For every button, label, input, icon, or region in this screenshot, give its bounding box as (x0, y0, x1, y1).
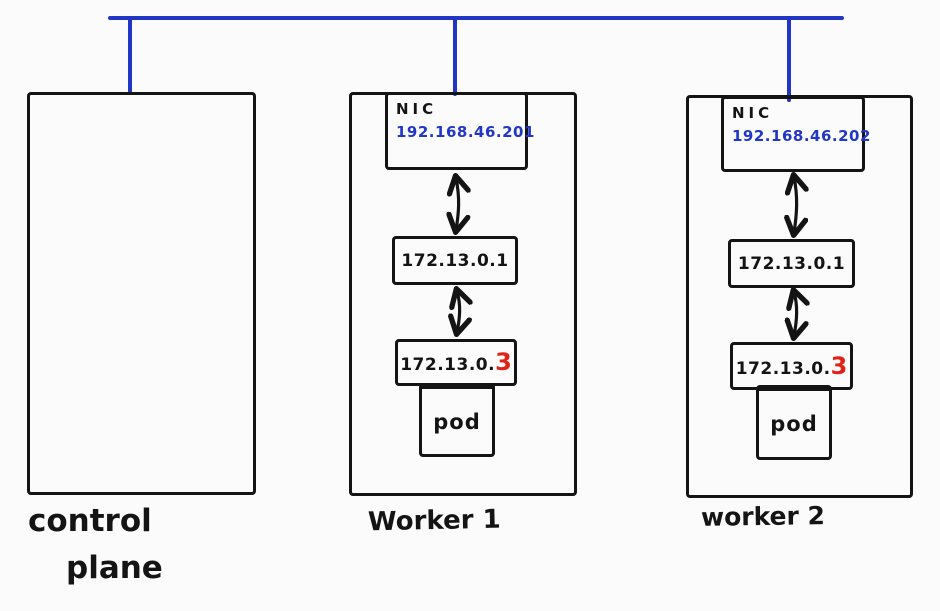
worker1-pod-label: pod (433, 409, 481, 434)
worker1-nic-ip: 192.168.46.201 (396, 123, 535, 141)
worker2-bridge-ip: 172.13.0.1 (737, 253, 846, 274)
worker1-bridge-ip-box: 172.13.0.1 (392, 236, 518, 285)
worker2-nic-title: NIC (732, 104, 774, 122)
worker1-bridge-ip: 172.13.0.1 (401, 250, 509, 271)
worker1-pod-ip-highlight: 3 (495, 348, 512, 376)
worker1-nic-title: NIC (396, 100, 438, 118)
worker2-pod-ip: 172.13.0. 3 (736, 354, 848, 379)
control-plane-box (27, 92, 256, 495)
control-plane-label-line1: control (28, 503, 152, 539)
worker1-pod-ip-prefix: 172.13.0. (400, 355, 496, 375)
worker2-nic-box: NIC 192.168.46.202 (721, 96, 871, 172)
worker2-nic-ip: 192.168.46.202 (732, 127, 871, 145)
worker1-nic-box: NIC 192.168.46.201 (385, 92, 535, 170)
worker2-pod-ip-highlight: 3 (830, 351, 848, 380)
worker2-pod-ip-box: 172.13.0. 3 (730, 342, 853, 390)
worker1-pod-box: pod (419, 383, 495, 457)
worker2-label: worker 2 (700, 501, 826, 532)
control-plane-label-line2: plane (66, 550, 163, 586)
worker2-pod-label: pod (770, 412, 818, 436)
worker1-pod-ip-box: 172.13.0. 3 (395, 339, 517, 386)
worker1-label: Worker 1 (367, 504, 501, 538)
worker2-pod-box: pod (756, 385, 832, 460)
worker2-pod-ip-prefix: 172.13.0. (735, 358, 831, 379)
worker1-pod-ip: 172.13.0. 3 (400, 350, 512, 375)
worker2-bridge-ip-box: 172.13.0.1 (728, 239, 855, 288)
control-plane-label: control plane (28, 498, 163, 592)
